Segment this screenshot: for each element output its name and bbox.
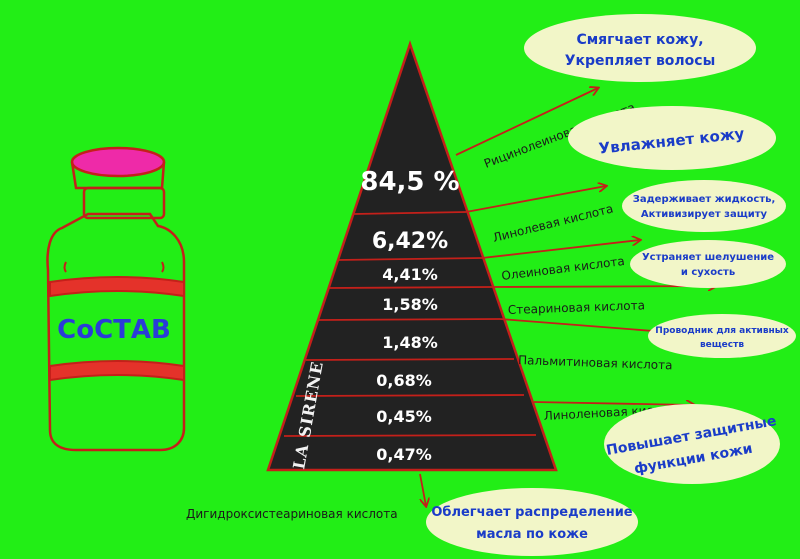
level-value-1: 84,5 % xyxy=(360,167,459,197)
bubble-line-2: и сухость xyxy=(681,267,735,278)
level-value-8: 0,47% xyxy=(376,445,432,464)
arrow-3 xyxy=(481,240,640,259)
acid-label-7: Дигидроксистеариновая кислота xyxy=(186,507,398,521)
divider-4 xyxy=(318,318,501,321)
level-value-2: 6,42% xyxy=(372,229,448,254)
bottle-label-band-top xyxy=(49,276,185,298)
pyramid-dividers xyxy=(283,211,537,437)
acid-label-3: Олеиновая кислота xyxy=(501,254,626,283)
bubble-shape xyxy=(426,488,638,556)
bottle-highlight-left xyxy=(63,261,67,273)
bubble-line-2: масла по коже xyxy=(476,527,588,542)
acid-label-5: Пальмитиновая кислота xyxy=(518,353,673,372)
bubble-line-1: Задерживает жидкость, xyxy=(633,194,776,205)
arrow-1 xyxy=(455,88,598,156)
level-value-5: 1,48% xyxy=(382,333,438,352)
bubble-shape xyxy=(568,106,776,170)
acid-label-2: Линолевая кислота xyxy=(491,201,614,244)
level-value-4: 1,58% xyxy=(382,295,438,314)
arrow-2 xyxy=(465,186,606,213)
acid-label-4: Стеариновая кислота xyxy=(508,298,646,317)
bubble-line-2: Укрепляет волосы xyxy=(565,53,716,69)
bottle-highlight-right xyxy=(161,261,165,273)
effect-bubble-3: Задерживает жидкость, Активизирует защит… xyxy=(622,180,786,232)
bottle-body xyxy=(46,212,186,452)
arrow-5 xyxy=(499,318,666,332)
level-value-7: 0,45% xyxy=(376,407,432,426)
bubble-line-1: Устраняет шелушение xyxy=(642,252,774,263)
bubble-line-2: веществ xyxy=(700,340,744,350)
divider-5 xyxy=(305,358,515,361)
effect-bubble-2: Увлажняет кожу xyxy=(568,106,776,170)
effect-bubbles: Смягчает кожу, Укрепляет волосы Увлажняе… xyxy=(426,14,796,556)
divider-2 xyxy=(337,257,483,261)
bubble-line-1: Облегчает распределение xyxy=(431,505,632,520)
arrow-6 xyxy=(533,402,694,405)
divider-3 xyxy=(328,286,491,289)
arrow-7 xyxy=(419,473,426,506)
level-value-3: 4,41% xyxy=(382,265,438,284)
bubble-line-2: Активизирует защиту xyxy=(641,209,768,220)
bubble-shape xyxy=(622,180,786,232)
bottle-cap xyxy=(70,146,166,178)
divider-7 xyxy=(283,434,537,437)
arrows xyxy=(419,88,716,506)
bubble-shape xyxy=(524,14,756,82)
effect-bubble-1: Смягчает кожу, Укрепляет волосы xyxy=(524,14,756,82)
divider-1 xyxy=(353,211,467,215)
bubble-shape xyxy=(604,404,780,484)
effect-bubble-4: Устраняет шелушение и сухость xyxy=(630,240,786,288)
bottle-label: СоСТАВ xyxy=(57,315,171,345)
bubble-shape xyxy=(630,240,786,288)
bubble-line-1: Проводник для активных xyxy=(655,326,789,336)
effect-bubble-7: Облегчает распределение масла по коже xyxy=(426,488,638,556)
divider-6 xyxy=(295,394,525,397)
pyramid: 84,5 % 6,42% 4,41% 1,58% 1,48% 0,68% 0,4… xyxy=(266,40,558,472)
bottle-cap-side xyxy=(70,161,166,190)
bubble-line-1: Смягчает кожу, xyxy=(576,32,703,48)
level-value-6: 0,68% xyxy=(376,371,432,390)
bottle-illustration: СоСТАВ xyxy=(46,146,186,452)
effect-bubble-5: Проводник для активных веществ xyxy=(648,314,796,358)
effect-bubble-6: Повышает защитные функции кожи xyxy=(604,404,780,484)
bubble-shape xyxy=(648,314,796,358)
bottle-label-band-bottom xyxy=(49,360,185,382)
